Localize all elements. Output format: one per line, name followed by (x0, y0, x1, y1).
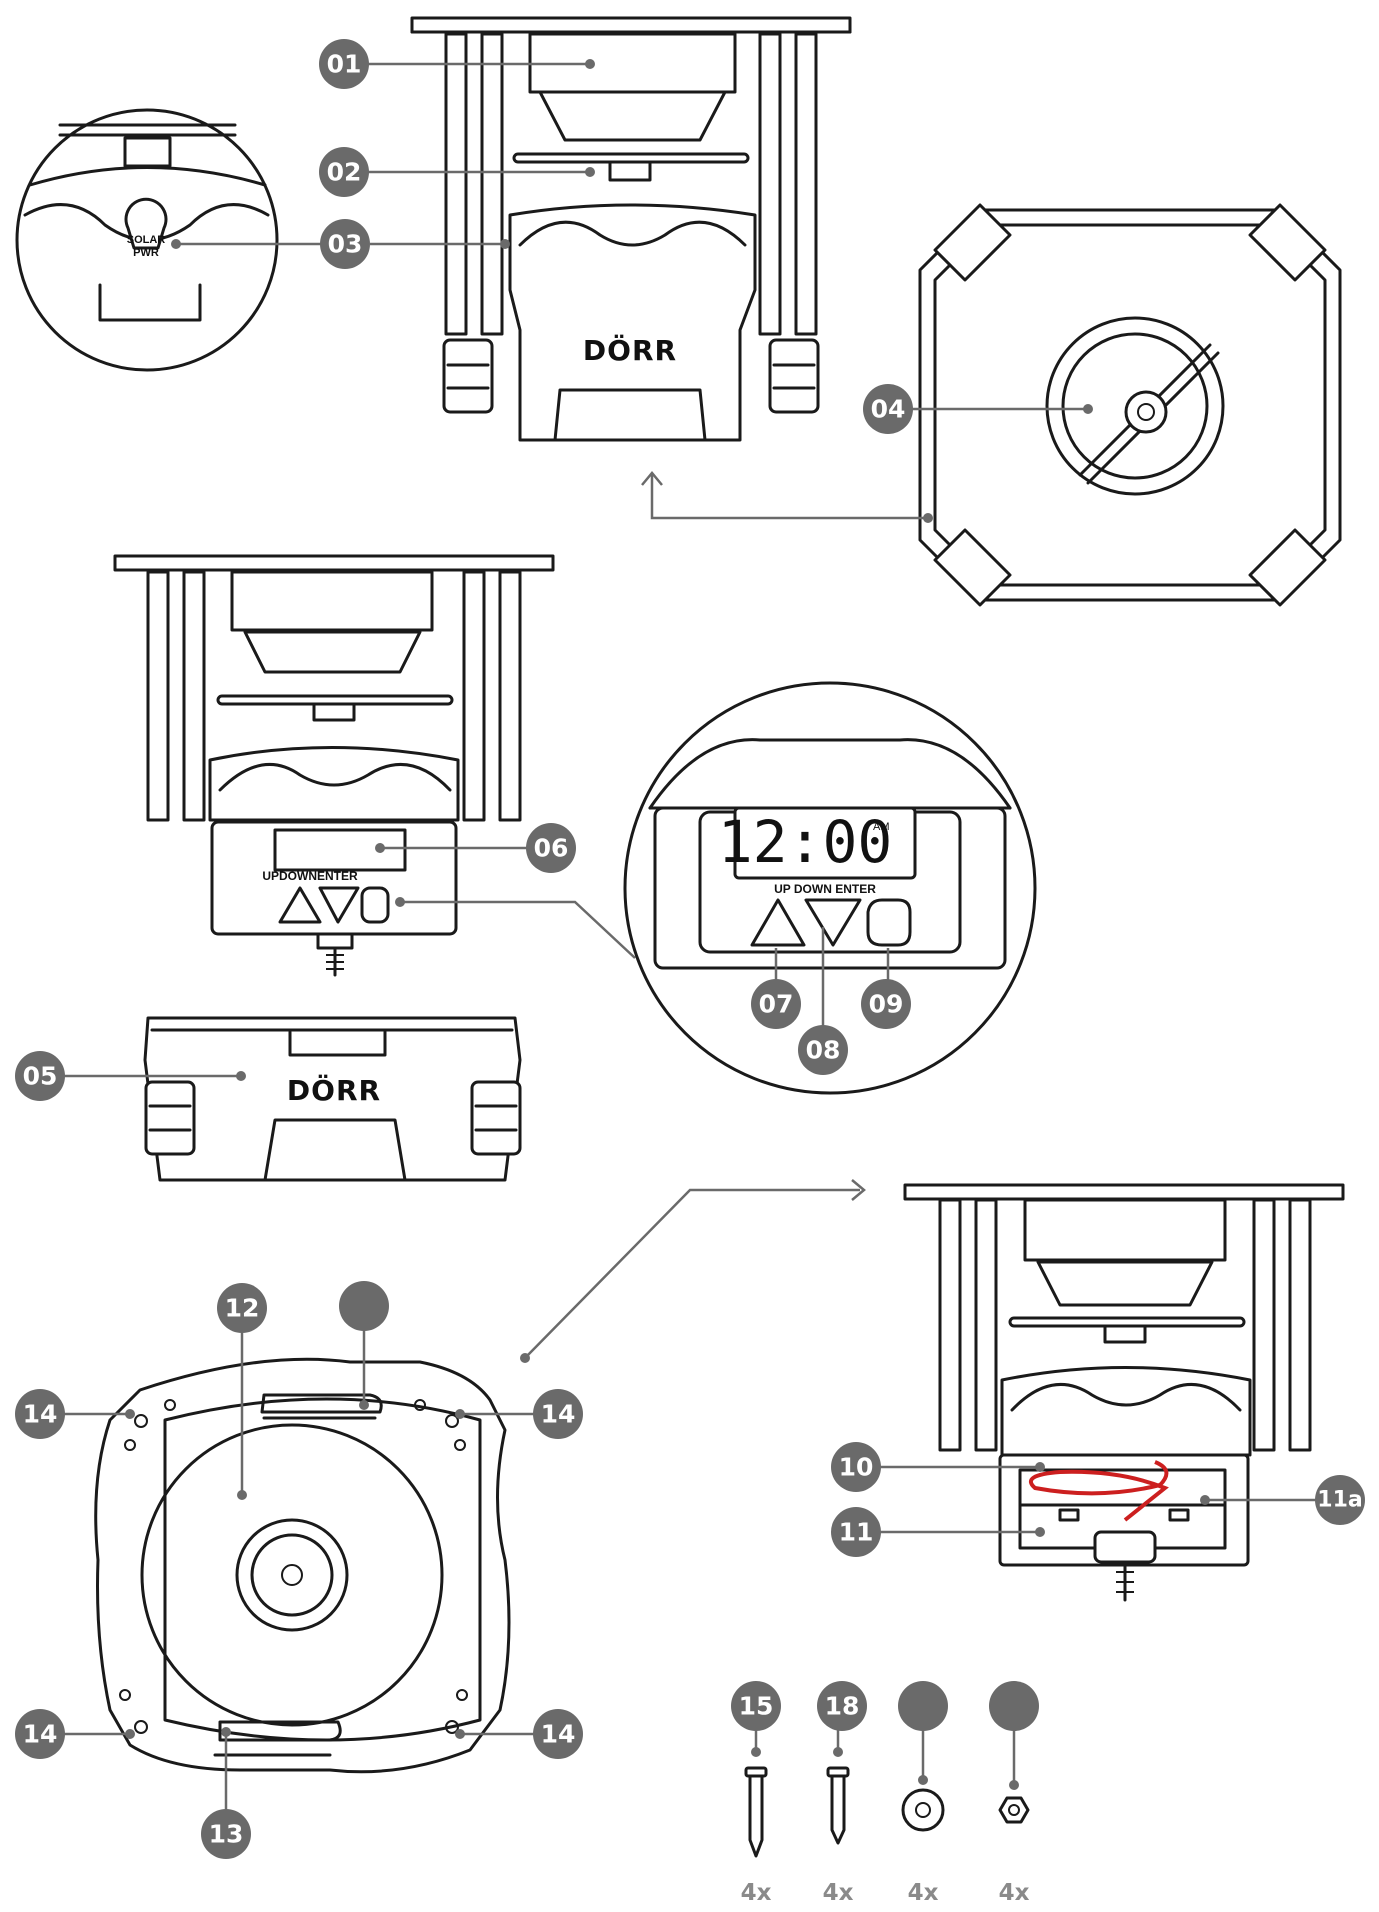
svg-text:18: 18 (825, 1692, 860, 1721)
badge-05: 05 (15, 1051, 65, 1101)
badge-07: 07 (751, 979, 801, 1029)
svg-text:13: 13 (209, 1820, 244, 1849)
svg-text:08: 08 (806, 1036, 841, 1065)
up-button-small[interactable] (278, 886, 322, 924)
svg-text:11: 11 (839, 1518, 874, 1547)
feeder-front-view: DÖRR (410, 16, 852, 442)
brand-logo-top: DÖRR (583, 333, 677, 367)
up-button[interactable] (750, 898, 806, 947)
badge-15: 15 (731, 1681, 781, 1731)
badge-09: 09 (861, 979, 911, 1029)
lcd-ampm: AM (873, 821, 890, 833)
badge-14-top-right: 14 (533, 1389, 583, 1439)
feeder-timer-view: UPDOWNENTER (113, 554, 555, 977)
solar-label: SOLAR (127, 234, 166, 246)
enter-button[interactable] (866, 898, 912, 947)
base-housing: DÖRR (143, 1016, 522, 1182)
badge-11: 11 (831, 1507, 881, 1557)
hardware-nut: 4x (998, 1796, 1030, 1906)
view-arrow-2 (524, 1188, 860, 1359)
enter-button-small[interactable] (360, 886, 390, 924)
badge-14-top-left: 14 (15, 1389, 65, 1439)
view-arrow-2-head (851, 1179, 866, 1201)
svg-text:07: 07 (759, 990, 794, 1019)
svg-text:06: 06 (534, 834, 569, 863)
view-arrow-1 (650, 475, 928, 520)
badge-10: 10 (831, 1442, 881, 1492)
hardware-screw-short: 4x (823, 1766, 854, 1906)
qty-screw-long: 4x (741, 1880, 772, 1906)
badge-unlabeled-washer (898, 1681, 948, 1731)
zoom-leader (400, 900, 636, 959)
badge-02: 02 (319, 147, 369, 197)
down-button-small[interactable] (318, 886, 360, 924)
hardware-washer: 4x (901, 1788, 945, 1906)
badge-14-bottom-right: 14 (533, 1709, 583, 1759)
badge-14-bottom-left: 14 (15, 1709, 65, 1759)
svg-text:12: 12 (225, 1294, 260, 1323)
lcd-time: 12:00 (718, 808, 893, 876)
qty-nut: 4x (999, 1880, 1030, 1906)
svg-text:10: 10 (839, 1453, 874, 1482)
spinner-plate (94, 1357, 511, 1774)
view-arrow-1-head (641, 471, 663, 486)
badge-01: 01 (319, 39, 369, 89)
svg-text:03: 03 (328, 230, 363, 259)
svg-text:02: 02 (327, 158, 362, 187)
lcd-display (733, 806, 917, 880)
qty-screw-short: 4x (823, 1880, 854, 1906)
timer-detail: 12:00 AM UP DOWN ENTER (623, 681, 1037, 1095)
badge-unlabeled-nut (989, 1681, 1039, 1731)
svg-text:05: 05 (23, 1062, 58, 1091)
badge-unlabeled-top (339, 1281, 389, 1331)
svg-text:14: 14 (23, 1400, 58, 1429)
feeder-bottom-view (918, 203, 1342, 607)
badge-18: 18 (817, 1681, 867, 1731)
badge-03: 03 (320, 219, 370, 269)
timer-small-button-labels: UPDOWNENTER (262, 869, 358, 883)
svg-text:11a: 11a (1317, 1488, 1362, 1513)
badge-11a: 11a (1315, 1475, 1365, 1525)
qty-washer: 4x (908, 1880, 939, 1906)
badge-08: 08 (798, 1025, 848, 1075)
badge-06: 06 (526, 823, 576, 873)
svg-text:04: 04 (871, 395, 906, 424)
svg-text:14: 14 (541, 1400, 576, 1429)
badge-13: 13 (201, 1809, 251, 1859)
svg-text:01: 01 (327, 50, 362, 79)
svg-text:14: 14 (541, 1720, 576, 1749)
badge-12: 12 (217, 1283, 267, 1333)
feeder-battery-view (903, 1183, 1345, 1602)
svg-text:09: 09 (869, 990, 904, 1019)
svg-text:14: 14 (23, 1720, 58, 1749)
badge-04: 04 (863, 384, 913, 434)
brand-logo-base: DÖRR (287, 1073, 381, 1107)
solar-button-detail: SOLAR PWR (15, 108, 279, 372)
button-labels: UP DOWN ENTER (774, 882, 876, 896)
pwr-label: PWR (133, 247, 159, 259)
down-button[interactable] (804, 898, 862, 947)
solar-pwr-button[interactable]: SOLAR PWR (124, 197, 168, 259)
svg-text:15: 15 (739, 1692, 774, 1721)
hardware-screw-long: 4x (741, 1766, 772, 1906)
